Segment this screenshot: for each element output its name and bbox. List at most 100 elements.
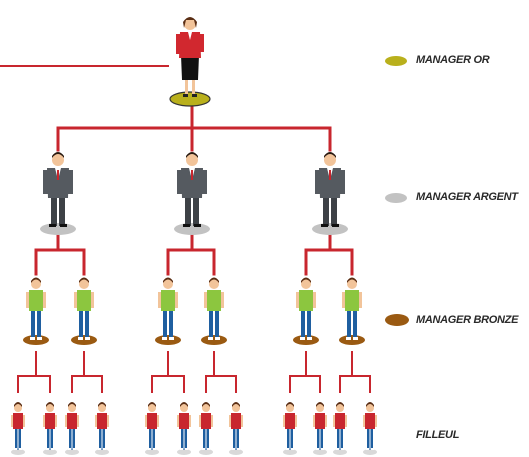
manager-woman-icon	[169, 17, 211, 107]
shoe	[321, 448, 324, 450]
leg	[50, 428, 53, 450]
arm	[283, 415, 285, 427]
shoe	[183, 94, 188, 97]
leg	[163, 309, 167, 338]
shoe	[180, 448, 183, 450]
head	[52, 154, 64, 166]
bronze-base	[201, 335, 227, 345]
shoe	[366, 448, 369, 450]
leg	[59, 194, 65, 226]
leg	[320, 428, 323, 450]
hair	[316, 402, 324, 407]
red-shirt-person-icon	[333, 402, 347, 455]
shoe	[307, 337, 312, 340]
arm	[26, 292, 29, 308]
leg	[331, 194, 337, 226]
collar	[188, 32, 192, 40]
shoe	[98, 448, 101, 450]
businessman-icon	[312, 152, 348, 235]
arm	[91, 292, 94, 308]
head	[180, 404, 188, 412]
head	[301, 279, 311, 289]
green-shirt-person-icon	[23, 277, 49, 345]
jacket	[179, 32, 201, 58]
hair	[366, 402, 374, 407]
head	[98, 404, 106, 412]
silver-base	[174, 223, 210, 235]
shoe	[207, 448, 210, 450]
leg	[215, 309, 219, 338]
arm	[107, 415, 109, 427]
leg	[193, 194, 199, 226]
shoe	[208, 337, 213, 340]
hair	[183, 17, 197, 28]
arm	[315, 170, 320, 194]
shoe	[85, 337, 90, 340]
arm	[55, 415, 57, 427]
green-shirt-person-icon	[293, 277, 319, 345]
leg	[323, 194, 329, 226]
shoe	[237, 448, 240, 450]
green-shirt-person-icon	[155, 277, 181, 345]
red-shirt-person-icon	[177, 402, 191, 455]
shirt	[299, 290, 313, 311]
arm	[340, 170, 345, 194]
arm	[43, 170, 48, 194]
base	[313, 449, 327, 455]
bronze-base	[71, 335, 97, 345]
head	[31, 279, 41, 289]
shoe	[46, 448, 49, 450]
shoe	[291, 448, 294, 450]
shoe	[371, 448, 374, 450]
shirt	[179, 413, 189, 429]
legend-dot-silver	[385, 193, 407, 203]
hair	[202, 402, 210, 407]
head	[46, 404, 54, 412]
leg	[102, 428, 105, 450]
gold-base-rim	[169, 91, 211, 107]
hair	[324, 152, 336, 158]
arm	[176, 34, 180, 54]
shoe	[51, 448, 54, 450]
leg	[347, 309, 351, 338]
hair	[68, 402, 76, 407]
arm	[295, 415, 297, 427]
shirt	[77, 290, 91, 311]
green-shirt-person-icon	[71, 277, 97, 345]
leg	[37, 309, 41, 338]
arm	[43, 415, 45, 427]
red-shirt-person-icon	[363, 402, 377, 455]
hair	[163, 277, 173, 283]
leg	[367, 428, 370, 450]
leg	[99, 428, 102, 450]
legend-dot-bronze	[385, 314, 409, 326]
arm	[189, 415, 191, 427]
leg	[51, 194, 57, 226]
head	[336, 404, 344, 412]
base	[65, 449, 79, 455]
arm	[157, 415, 159, 427]
shoe	[341, 448, 344, 450]
people-layer	[11, 17, 377, 455]
shoe	[232, 448, 235, 450]
shoe	[353, 337, 358, 340]
shirt	[67, 413, 77, 429]
arm	[68, 170, 73, 194]
hair	[301, 277, 311, 283]
leg	[206, 428, 209, 450]
arm	[325, 415, 327, 427]
skirt	[181, 55, 199, 80]
leg	[185, 78, 188, 96]
arm	[313, 292, 316, 308]
leg	[18, 428, 21, 450]
head	[163, 279, 173, 289]
shoe	[183, 224, 190, 227]
silver-base	[312, 223, 348, 235]
legend-label-bronze: MANAGER BRONZE	[416, 314, 519, 326]
shoe	[78, 337, 83, 340]
base	[11, 449, 25, 455]
shirt	[97, 413, 107, 429]
silver-base	[40, 223, 76, 235]
arm	[65, 415, 67, 427]
red-shirt-person-icon	[43, 402, 57, 455]
